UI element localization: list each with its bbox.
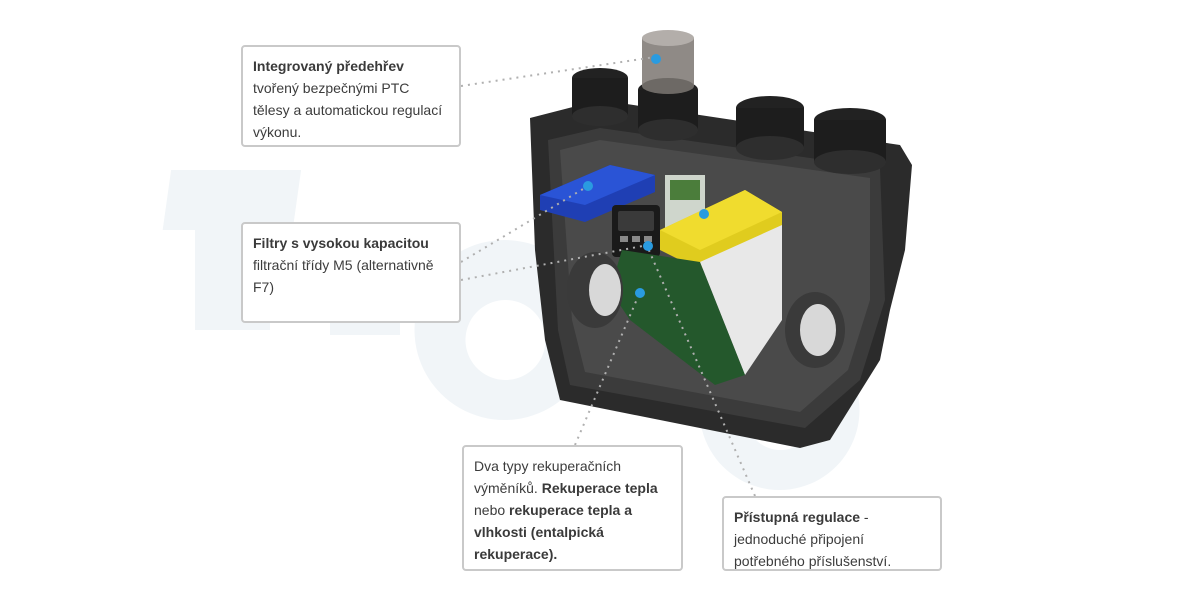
- callout-regulation-text: - jednoduché připojení potřebného příslu…: [734, 509, 892, 569]
- callout-exchangers: Dva typy rekuperačních výměníků. Rekuper…: [462, 445, 683, 571]
- duct-spigot-1: [572, 68, 628, 126]
- callout-exchangers-text-2: nebo: [474, 502, 510, 518]
- callout-preheater-title: Integrovaný předehřev: [253, 58, 404, 74]
- callout-filters-text: filtrační třídy M5 (alternativně F7): [253, 257, 434, 295]
- callout-regulation: Přístupná regulace - jednoduché připojen…: [722, 496, 942, 571]
- callout-regulation-title: Přístupná regulace: [734, 509, 861, 525]
- control-panel-icon: [612, 205, 660, 257]
- callout-preheater: Integrovaný předehřev tvořený bezpečnými…: [241, 45, 461, 147]
- callout-exchangers-bold-2: rekuperace tepla a vlhkosti (entalpická …: [474, 502, 633, 562]
- preheater-cylinder: [642, 30, 694, 94]
- callout-filters-title: Filtry s vysokou kapacitou: [253, 235, 429, 251]
- callout-exchangers-text-1: Dva typy rekuperačních výměníků.: [474, 458, 622, 496]
- callout-preheater-text: tvořený bezpečnými PTC tělesy a automati…: [253, 80, 443, 140]
- duct-spigot-4: [814, 108, 886, 174]
- callout-filters: Filtry s vysokou kapacitou filtrační tří…: [241, 222, 461, 323]
- callout-exchangers-bold-1: Rekuperace tepla: [541, 480, 658, 496]
- duct-spigot-3: [736, 96, 804, 160]
- fan-right: [785, 292, 845, 368]
- fan-left: [567, 252, 623, 328]
